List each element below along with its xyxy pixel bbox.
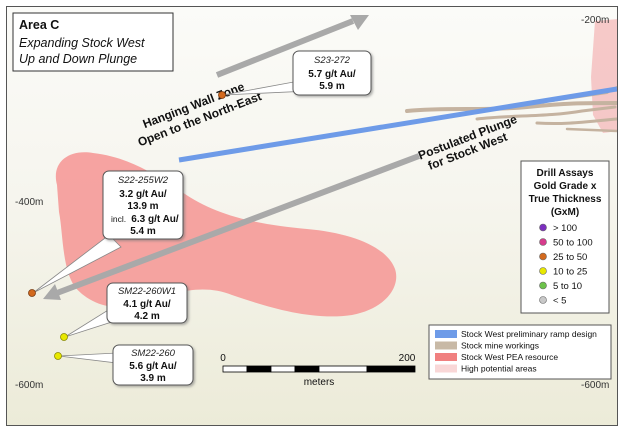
- callout-hole-id: S22-255W2: [118, 175, 169, 186]
- title-box: Area C Expanding Stock West Up and Down …: [12, 12, 174, 72]
- drill-hole-dot-sm22-260w1: [60, 333, 68, 341]
- feature-legend-swatch: [435, 341, 457, 350]
- callout-sm22-260w1: SM22-260W1 4.1 g/t Au/ 4.2 m: [64, 282, 188, 338]
- elevation-label-right-600: -600m: [581, 380, 609, 391]
- grade-legend-swatch: [539, 238, 547, 246]
- area-subtitle-2: Up and Down Plunge: [19, 52, 137, 66]
- callout-thickness: 4.2 m: [134, 311, 160, 322]
- callout-incl-grade: 6.3 g/t Au/: [131, 214, 179, 225]
- feature-legend-swatch: [435, 364, 457, 373]
- grade-legend-title-2: Gold Grade x: [534, 181, 597, 192]
- callout-thickness: 3.9 m: [140, 373, 166, 384]
- feature-legend: Stock West preliminary ramp designStock …: [428, 324, 612, 380]
- callout-grade: 4.1 g/t Au/: [123, 299, 171, 310]
- grade-legend-label: > 100: [553, 223, 577, 234]
- feature-legend-label: Stock West preliminary ramp design: [461, 329, 597, 339]
- plunge-arrow: [43, 153, 421, 300]
- ramp-design-line: [178, 86, 617, 163]
- grade-legend-title-4: (GxM): [551, 207, 579, 218]
- callout-grade: 5.7 g/t Au/: [308, 69, 356, 80]
- elevation-label-right-200: -200m: [581, 15, 609, 26]
- drill-hole-dot-sm22-260: [54, 352, 62, 360]
- mine-workings: [405, 86, 617, 133]
- area-subtitle-1: Expanding Stock West: [19, 36, 145, 50]
- feature-legend-swatch: [435, 330, 457, 338]
- grade-legend-swatch: [539, 223, 547, 232]
- grade-legend-swatch: [539, 296, 547, 304]
- scale-bar: 0 200 meters: [220, 353, 416, 388]
- callout-s22-255w2: S22-255W2 3.2 g/t Au/ 13.9 m incl. 6.3 g…: [32, 170, 184, 294]
- grade-legend-title-3: True Thickness: [529, 194, 602, 205]
- callout-hole-id: SM22-260W1: [118, 286, 176, 297]
- area-title: Area C: [19, 18, 59, 32]
- feature-legend-label: High potential areas: [461, 364, 537, 374]
- feature-legend-label: Stock West PEA resource: [461, 352, 558, 362]
- grade-legend: Drill Assays Gold Grade x True Thickness…: [520, 160, 610, 314]
- feature-legend-swatch: [435, 353, 457, 361]
- scale-start-label: 0: [220, 353, 226, 364]
- grade-legend-swatch: [539, 252, 547, 261]
- grade-legend-swatch: [539, 267, 547, 275]
- grade-legend-label: < 5: [553, 296, 566, 307]
- hanging-wall-arrow: [215, 15, 369, 78]
- scale-unit-label: meters: [304, 377, 335, 388]
- drill-hole-dot-s23-272: [218, 91, 226, 99]
- callout-s23-272: S23-272 5.7 g/t Au/ 5.9 m: [222, 50, 372, 96]
- elevation-label-left-600: -600m: [15, 380, 43, 391]
- drill-hole-dot-s22-255w2: [28, 289, 36, 297]
- callout-thickness: 13.9 m: [127, 201, 158, 212]
- grade-legend-title-1: Drill Assays: [537, 168, 594, 179]
- callout-hole-id: S23-272: [314, 55, 351, 66]
- callout-hole-id: SM22-260: [131, 348, 176, 359]
- grade-legend-label: 10 to 25: [553, 267, 587, 278]
- high-potential-area: [591, 19, 617, 133]
- grade-legend-label: 50 to 100: [553, 238, 593, 249]
- callout-grade: 5.6 g/t Au/: [129, 361, 177, 372]
- callout-sm22-260: SM22-260 5.6 g/t Au/ 3.9 m: [58, 344, 194, 386]
- grade-legend-label: 25 to 50: [553, 252, 587, 263]
- callout-thickness: 5.9 m: [319, 81, 345, 92]
- feature-legend-label: Stock mine workings: [461, 341, 539, 351]
- long-section-map: Hanging Wall Zone Open to the North-East…: [7, 7, 617, 425]
- elevation-label-left-400: -400m: [15, 197, 43, 208]
- grade-legend-label: 5 to 10: [553, 281, 582, 292]
- grade-legend-swatch: [539, 281, 547, 290]
- callout-grade: 3.2 g/t Au/: [119, 189, 167, 200]
- callout-incl-thickness: 5.4 m: [130, 226, 156, 237]
- map-frame: Hanging Wall Zone Open to the North-East…: [6, 6, 618, 426]
- callout-incl-prefix: incl.: [111, 214, 126, 224]
- scale-end-label: 200: [399, 353, 416, 364]
